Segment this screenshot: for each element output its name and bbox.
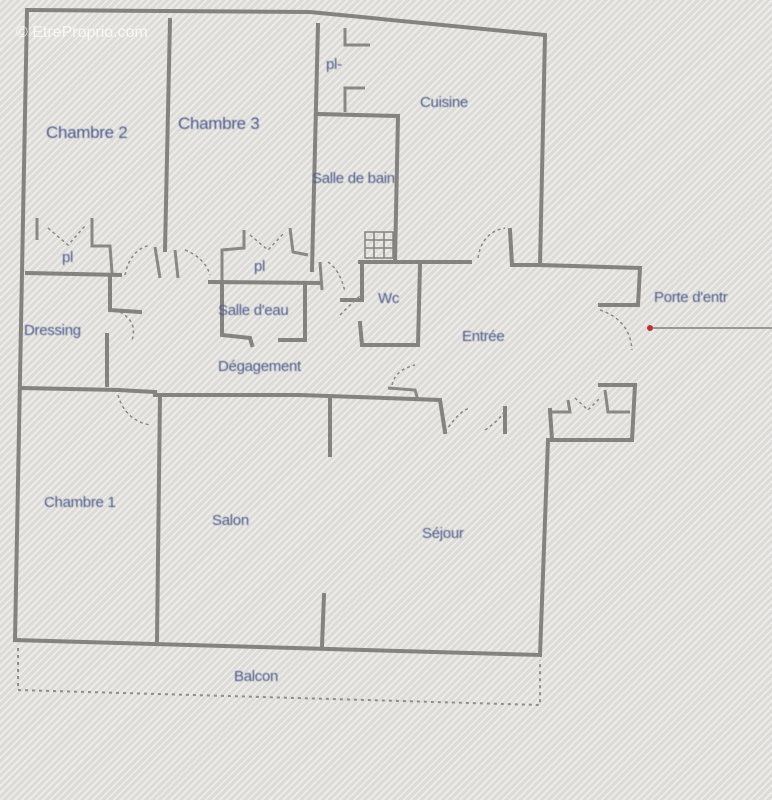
- outer-wall: [24, 7, 643, 307]
- room-label-placard-ch2: pl: [62, 249, 74, 266]
- room-label-chambre-2: Chambre 2: [46, 123, 128, 142]
- entrance-door-label: Porte d'entr: [654, 289, 728, 306]
- room-label-chambre-3: Chambre 3: [178, 114, 260, 133]
- radiator-icon: [364, 231, 394, 259]
- entrance-arrow-head: [647, 325, 653, 331]
- room-label-sejour: Séjour: [422, 525, 464, 542]
- balcony-outline: [17, 648, 541, 707]
- room-label-dressing: Dressing: [24, 322, 81, 339]
- room-label-balcon: Balcon: [234, 668, 279, 685]
- room-label-wc: Wc: [378, 290, 400, 307]
- room-label-chambre-1: Chambre 1: [44, 494, 116, 511]
- room-label-placard-ch3: pl: [254, 258, 266, 275]
- door-swing: [47, 225, 86, 247]
- room-label-placard: pl-: [326, 56, 342, 73]
- room-label-salle-d-eau: Salle d'eau: [218, 302, 289, 319]
- room-label-salle-de-bain: Salle de bain: [312, 170, 395, 187]
- watermark: © EtreProprio.com: [16, 24, 148, 41]
- room-label-cuisine: Cuisine: [420, 94, 468, 111]
- room-label-entree: Entrée: [462, 328, 505, 345]
- room-label-degagement: Dégagement: [218, 358, 301, 375]
- room-label-salon: Salon: [212, 512, 249, 529]
